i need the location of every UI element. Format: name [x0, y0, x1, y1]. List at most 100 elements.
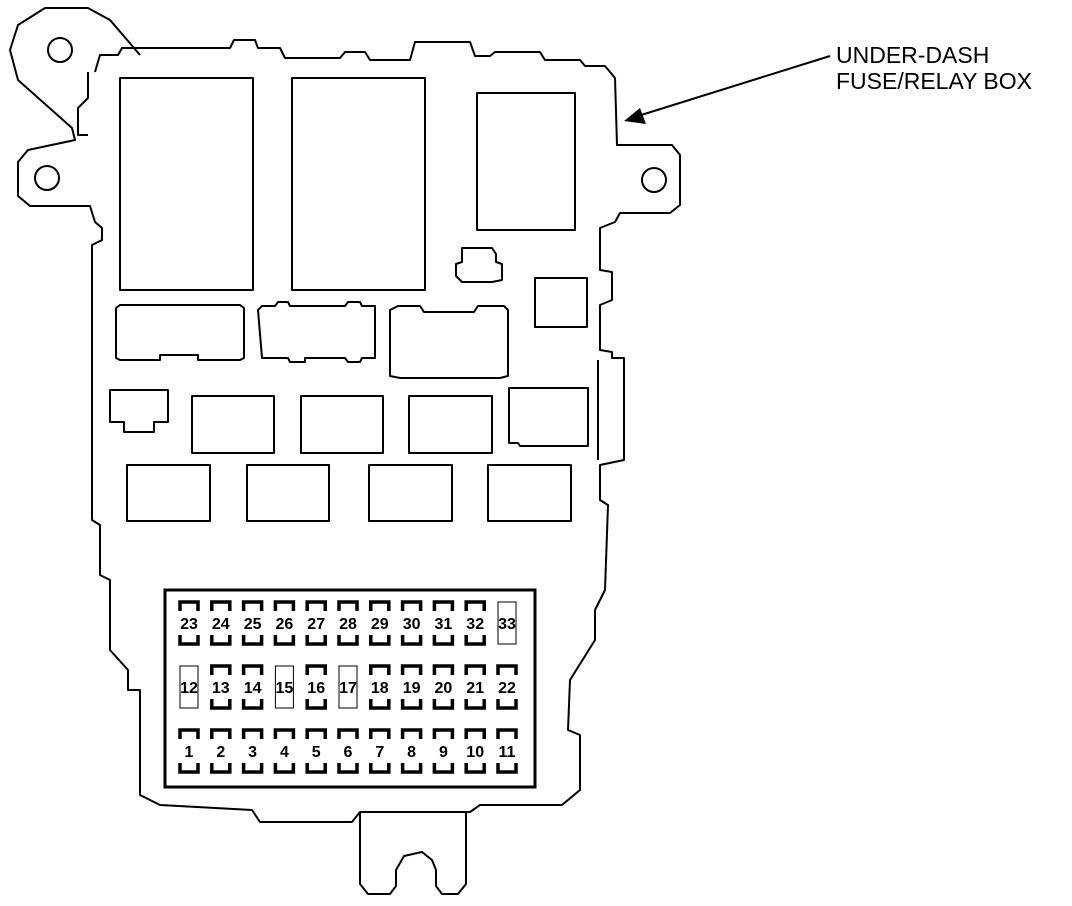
- fuse-slot-outline: [369, 728, 391, 774]
- fuse-slot-9: 9: [432, 728, 455, 774]
- fuse-number: 21: [466, 680, 484, 697]
- relay-row2-3: [408, 395, 493, 454]
- fuse-slot-33: 33: [497, 601, 517, 645]
- fuse-slot-outline: [400, 664, 423, 710]
- relay-row2-4: [508, 387, 589, 447]
- fuse-slot-22: 22: [496, 664, 518, 710]
- fuse-number: 25: [244, 616, 262, 633]
- fuse-slot-outline: [432, 664, 455, 710]
- fuse-slot-4: 4: [273, 728, 296, 774]
- fuse-number: 20: [435, 680, 453, 697]
- fuse-number: 32: [466, 616, 484, 633]
- fuse-slot-1: 1: [178, 728, 200, 774]
- fuse-slot-10: 10: [464, 728, 486, 774]
- callout-label-line2: FUSE/RELAY BOX: [836, 68, 1032, 94]
- fuse-number: 6: [344, 744, 353, 761]
- fuse-number: 26: [276, 616, 294, 633]
- fuse-slot-outline: [210, 600, 232, 646]
- fuse-slot-11: 11: [496, 728, 518, 774]
- fuse-slot-8: 8: [400, 728, 423, 774]
- fuse-number: 1: [185, 744, 194, 761]
- relay-row2-1: [191, 395, 275, 454]
- fuse-slot-17: 17: [338, 665, 358, 709]
- fuse-slot-20: 20: [432, 664, 455, 710]
- fuse-number: 10: [466, 744, 484, 761]
- fuse-number: 3: [248, 744, 257, 761]
- fuse-number: 4: [280, 744, 289, 761]
- fuse-slot-outline: [464, 600, 486, 646]
- relay-block-large-1: [119, 77, 254, 291]
- connector-2: [257, 301, 376, 363]
- fuse-slot-outline: [337, 728, 359, 774]
- mounting-hole-top-left: [47, 37, 73, 63]
- fuse-slot-25: 25: [241, 600, 264, 646]
- fuse-slot-outline: [369, 600, 391, 646]
- fuse-slot-outline: [496, 728, 518, 774]
- fuse-slot-21: 21: [464, 664, 486, 710]
- fuse-number: 29: [371, 616, 389, 633]
- fuse-slot-outline: [337, 600, 359, 646]
- fuse-slot-outline: [369, 664, 391, 710]
- fuse-slot-outline: [432, 600, 455, 646]
- fuse-slot-outline: [464, 664, 486, 710]
- fuse-number: 28: [339, 616, 357, 633]
- fuse-slot-outline: [464, 728, 486, 774]
- bracket-inner-edge: [77, 72, 89, 136]
- callout-label-line1: UNDER-DASH: [836, 42, 990, 68]
- relay-row3-2: [246, 464, 330, 522]
- fuse-number: 19: [403, 680, 421, 697]
- fuse-slot-14: 14: [241, 664, 264, 710]
- fuse-slot-18: 18: [369, 664, 391, 710]
- relay-row2-2: [300, 395, 384, 454]
- mounting-hole-right: [641, 167, 667, 193]
- fuse-slot-12: 12: [179, 665, 199, 709]
- fuse-slot-outline: [432, 728, 455, 774]
- fuse-number: 23: [180, 616, 198, 633]
- fuse-slot-outline: [178, 728, 200, 774]
- fuse-slot-outline: [241, 728, 264, 774]
- fuse-slot-empty-outline: [179, 665, 199, 709]
- connector-1: [115, 304, 245, 361]
- fuse-slot-7: 7: [369, 728, 391, 774]
- fuse-slot-24: 24: [210, 600, 232, 646]
- fuse-slot-empty-outline: [338, 665, 358, 709]
- relay-row3-3: [368, 464, 453, 522]
- relay-row3-4: [487, 464, 572, 522]
- fuse-number: 30: [403, 616, 421, 633]
- fuse-number: 18: [371, 680, 389, 697]
- fuse-slot-outline: [273, 600, 296, 646]
- relay-row3-1: [126, 464, 211, 522]
- fuse-number: 5: [312, 744, 321, 761]
- fuse-slot-empty-outline: [497, 601, 517, 645]
- fuse-number: 31: [435, 616, 453, 633]
- fuse-slot-outline: [400, 728, 423, 774]
- fuse-number: 11: [499, 744, 516, 761]
- fuse-panel: [163, 588, 537, 789]
- fuse-number: 22: [498, 680, 516, 697]
- fuse-slot-28: 28: [337, 600, 359, 646]
- fuse-slot-outline: [273, 728, 296, 774]
- fuse-number: 7: [375, 744, 384, 761]
- fuse-box-housing: [9, 7, 681, 823]
- fuse-slot-30: 30: [400, 600, 423, 646]
- fuse-number: 16: [307, 680, 325, 697]
- connector-small-left: [109, 389, 169, 433]
- small-connector-top: [455, 247, 503, 283]
- fuse-slot-outline: [210, 664, 232, 710]
- fuse-slot-19: 19: [400, 664, 423, 710]
- fuse-slot-outline: [210, 728, 232, 774]
- connector-3: [389, 305, 509, 379]
- fuse-slot-15: 15: [274, 665, 294, 709]
- fuse-slot-6: 6: [337, 728, 359, 774]
- fuse-slot-outline: [305, 600, 327, 646]
- fuse-number: 27: [307, 616, 325, 633]
- relay-block-medium: [476, 92, 576, 231]
- mounting-hole-left: [34, 165, 60, 191]
- fuse-slot-31: 31: [432, 600, 455, 646]
- relay-block-large-2: [291, 77, 426, 291]
- fuse-slot-outline: [178, 600, 200, 646]
- fuse-slot-outline: [305, 664, 327, 710]
- fuse-number: 2: [216, 744, 225, 761]
- fuse-number: 13: [212, 680, 230, 697]
